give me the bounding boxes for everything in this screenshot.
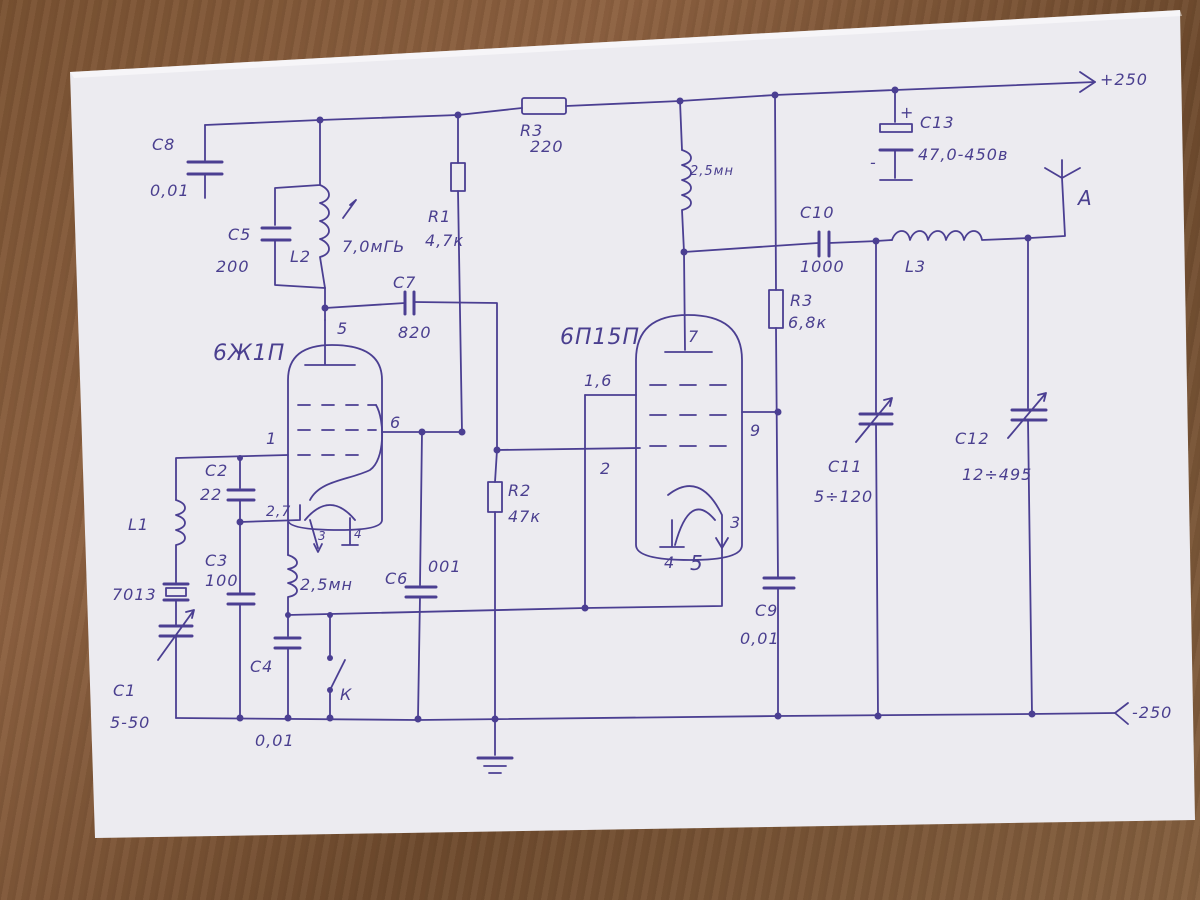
capacitor-c9	[762, 576, 796, 717]
choke-anode	[679, 100, 692, 351]
label-c5: C5	[228, 225, 251, 244]
label-r2-val: 47к	[508, 507, 541, 526]
grid-circuit	[157, 454, 289, 719]
label-c3: C3	[205, 551, 228, 570]
capacitor-c11-variable	[855, 240, 894, 717]
capacitor-c8	[186, 124, 224, 199]
resistor-r3-right	[768, 94, 784, 579]
label-pin27: 2,7	[266, 504, 291, 520]
label-tube1: 6Ж1П	[213, 341, 285, 366]
tube1-anode	[304, 319, 356, 366]
label-l3: L3	[905, 257, 926, 276]
inductor-l3	[875, 159, 1081, 242]
label-c13: C13	[920, 113, 955, 132]
capacitor-c3	[226, 504, 301, 719]
label-pin4b: 4	[664, 553, 675, 572]
label-c1: C1	[113, 681, 136, 700]
label-c12: C12	[955, 429, 990, 448]
label-pin2: 2	[600, 459, 611, 478]
paper-shadow	[70, 10, 1182, 78]
label-r3-right-val: 6,8к	[788, 313, 827, 332]
label-c10: C10	[800, 203, 835, 222]
label-l1: L1	[128, 515, 149, 534]
minus-250-terminal	[1114, 702, 1129, 725]
label-c8-val: 0,01	[150, 181, 190, 200]
label-c13-plus: +	[900, 103, 914, 122]
label-antenna: A	[1076, 186, 1093, 210]
label-c10-val: 1000	[800, 257, 845, 276]
label-c6: C6	[385, 569, 408, 588]
label-choke-top: 2,5мн	[690, 164, 734, 179]
label-pin3a: 3	[318, 529, 327, 543]
capacitor-c12-variable	[1007, 237, 1048, 715]
label-choke-mid: 2,5мн	[300, 575, 353, 594]
label-c5-val: 200	[216, 257, 250, 276]
label-r1-val: 4,7к	[425, 231, 464, 250]
label-c12-val: 12÷495	[962, 465, 1032, 484]
label-c9-val: 0,01	[740, 629, 780, 648]
capacitor-c10	[683, 230, 879, 258]
tube-6p15p	[584, 314, 779, 609]
capacitor-c13-electrolytic	[878, 89, 914, 181]
label-c11: C11	[828, 457, 863, 476]
label-c1-val: 5-50	[110, 713, 150, 732]
label-c2-val: 22	[200, 485, 222, 504]
label-c2: C2	[205, 461, 228, 480]
resistor-r2	[487, 447, 641, 719]
label-pin5: 5	[337, 319, 348, 338]
switch-k	[327, 614, 346, 719]
label-minus250: -250	[1132, 703, 1172, 722]
resistor-r1	[450, 114, 466, 433]
label-l2-val: 7,0мГЬ	[342, 237, 405, 256]
label-c7-val: 820	[398, 323, 432, 342]
tank-c5-l2	[260, 119, 357, 321]
label-r2: R2	[508, 481, 531, 500]
label-pin4a: 4	[354, 527, 363, 541]
capacitor-c2	[226, 457, 256, 523]
label-7013: 7013	[112, 585, 157, 604]
label-r3-right: R3	[790, 291, 813, 310]
label-r3-top: R3	[520, 121, 543, 140]
tube-6zh1p	[287, 319, 463, 553]
label-c3-val: 100	[205, 571, 239, 590]
capacitor-c7	[324, 290, 498, 451]
label-pin5b: 5	[690, 551, 704, 575]
label-pin1: 1	[266, 429, 277, 448]
label-r1: R1	[428, 207, 451, 226]
capacitor-c6	[404, 431, 438, 719]
ground-symbol	[476, 717, 514, 774]
label-c6-val: 001	[428, 557, 462, 576]
paper-sheet	[70, 10, 1195, 838]
label-c13-val: 47,0-450в	[918, 145, 1008, 164]
label-pin16: 1,6	[584, 371, 612, 390]
label-pin6: 6	[390, 413, 401, 432]
label-c4-val: 0,01	[255, 731, 295, 750]
label-tube2: 6П15П	[560, 325, 640, 350]
label-l2: L2	[290, 247, 311, 266]
label-c8: C8	[152, 135, 175, 154]
label-pin9: 9	[750, 421, 761, 440]
label-c9: C9	[755, 601, 778, 620]
label-c7: C7	[393, 273, 416, 292]
label-plus250: +250	[1100, 70, 1148, 89]
label-key: К	[340, 685, 352, 704]
label-c11-val: 5÷120	[814, 487, 873, 506]
label-c4: C4	[250, 657, 273, 676]
label-c13-minus: -	[870, 153, 877, 172]
label-r3-top-val: 220	[530, 137, 564, 156]
plus-250-terminal	[1079, 71, 1096, 93]
label-pin7: 7	[688, 327, 699, 346]
label-pin3b: 3	[730, 513, 741, 532]
choke-cathode	[273, 521, 586, 719]
